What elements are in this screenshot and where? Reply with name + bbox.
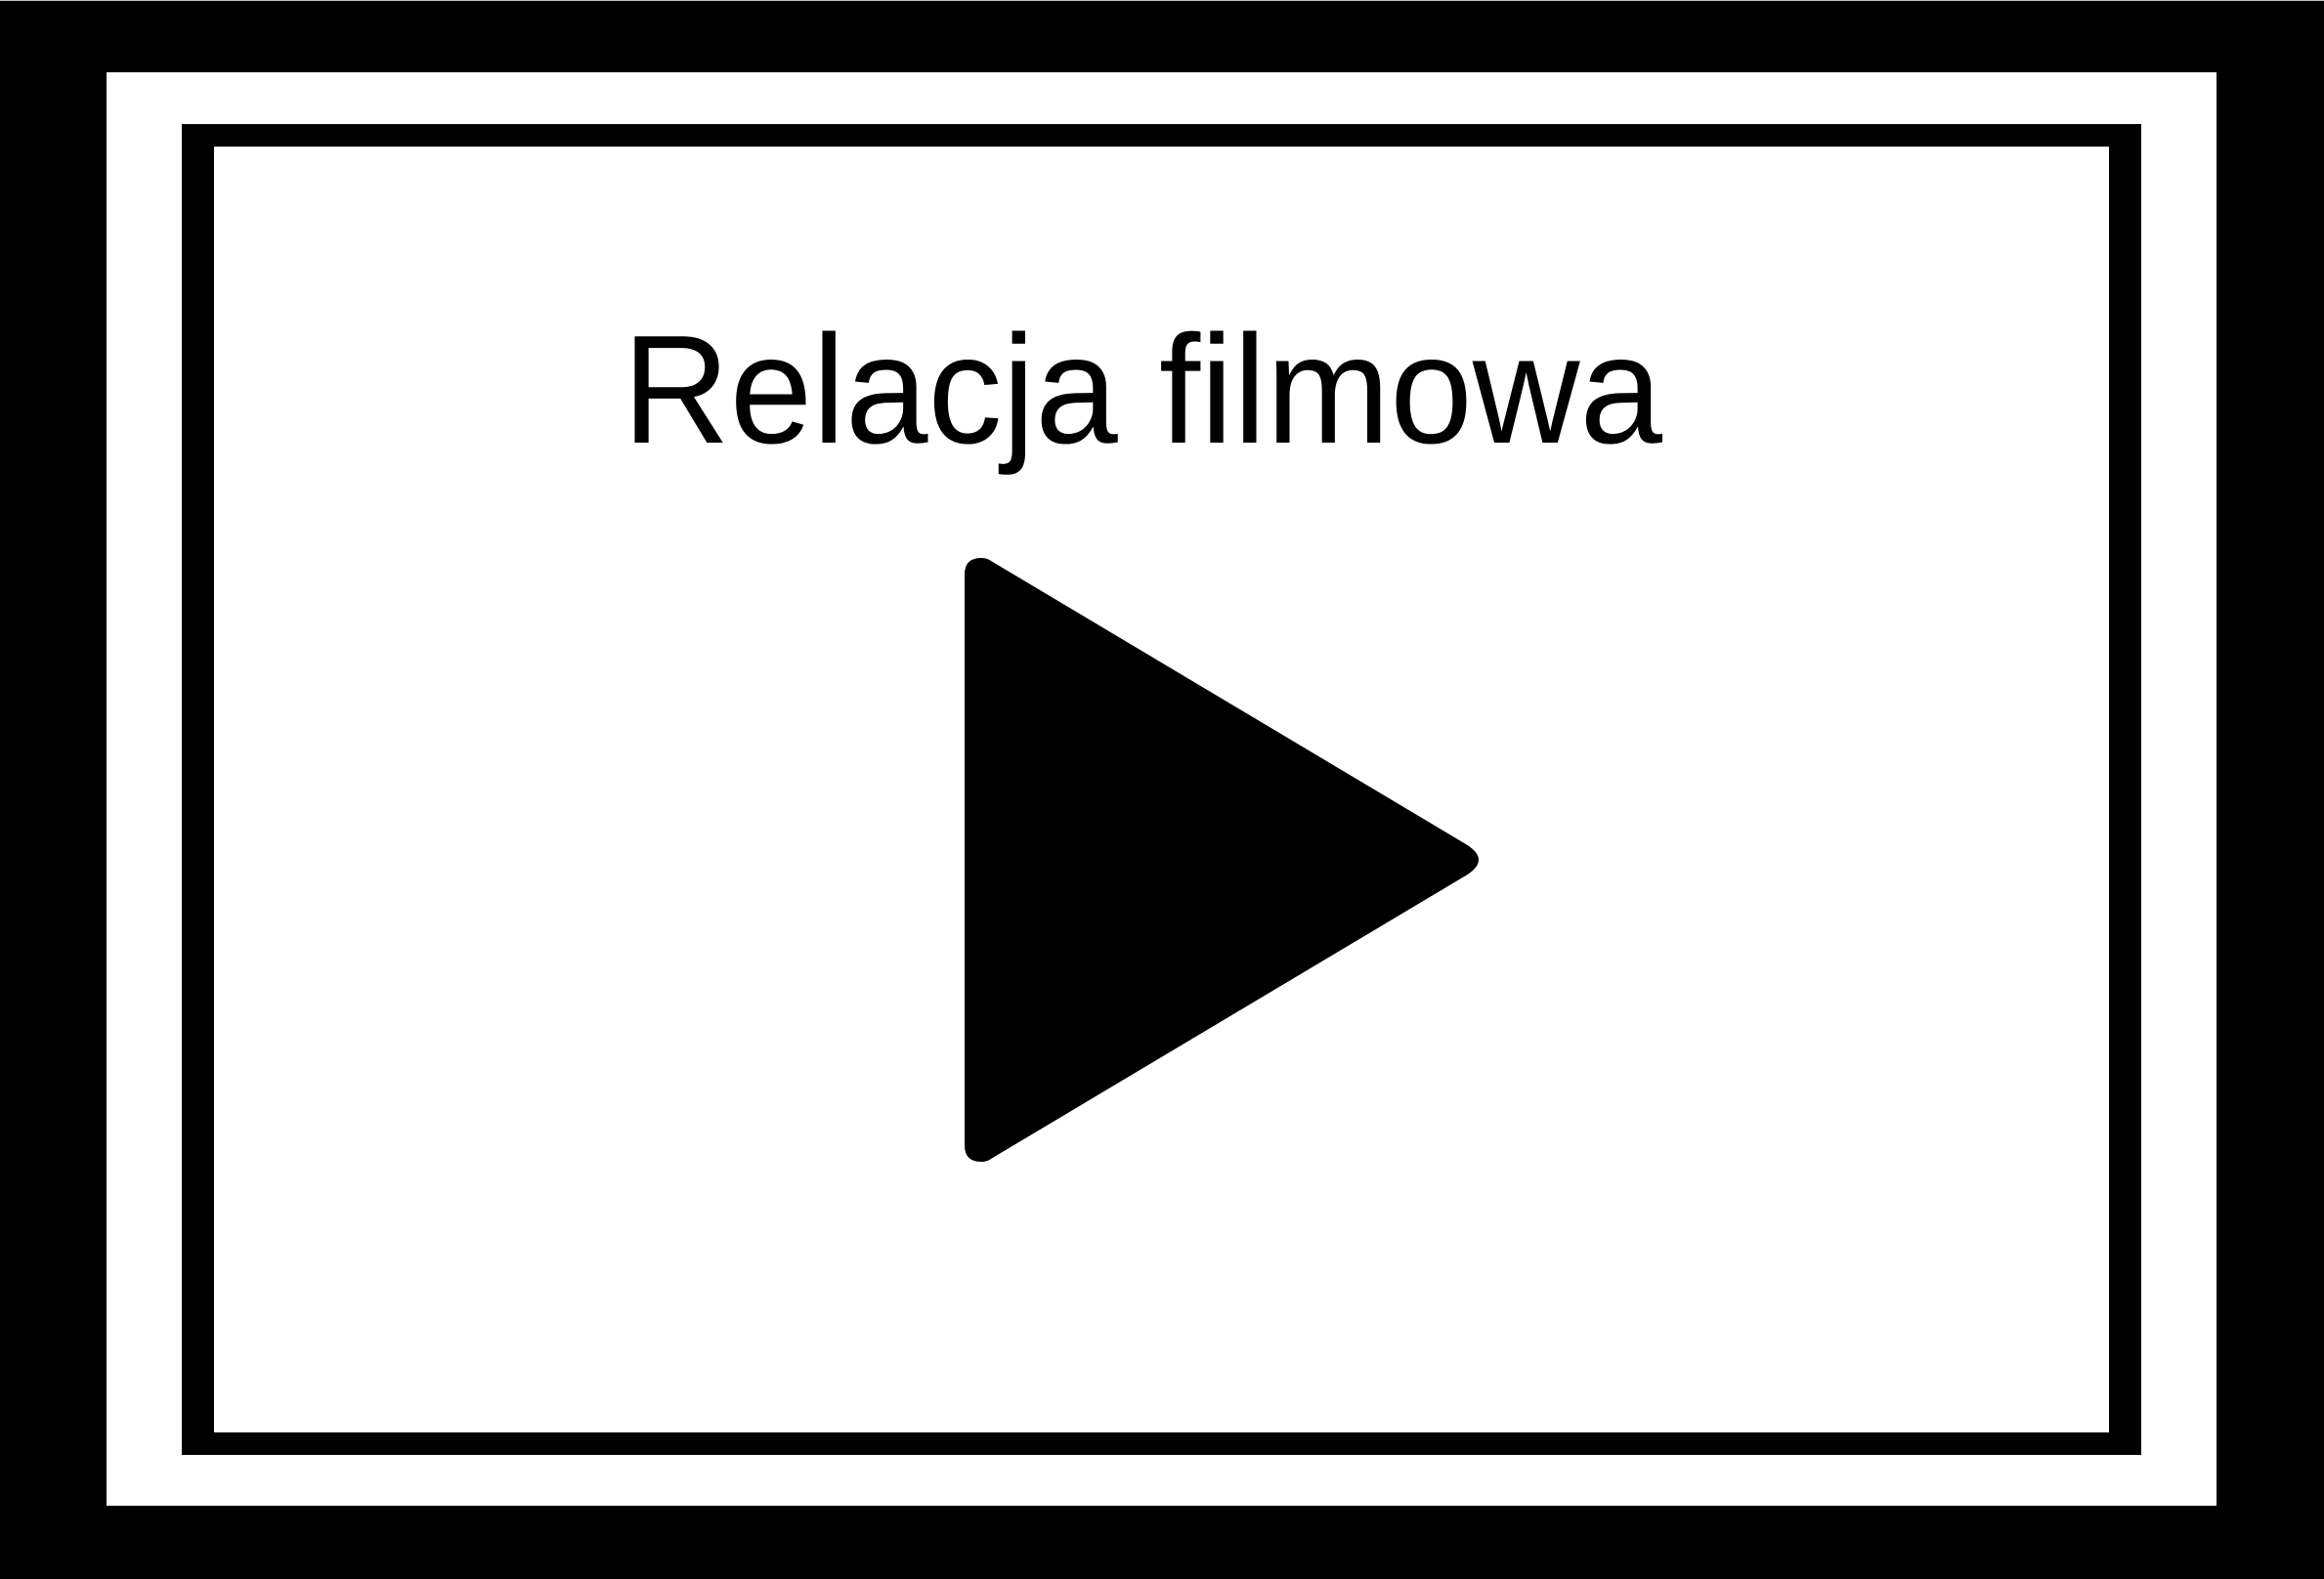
play-button[interactable] [958, 551, 1485, 1169]
top-edge-line [0, 0, 2324, 1]
play-icon [965, 558, 1479, 1162]
